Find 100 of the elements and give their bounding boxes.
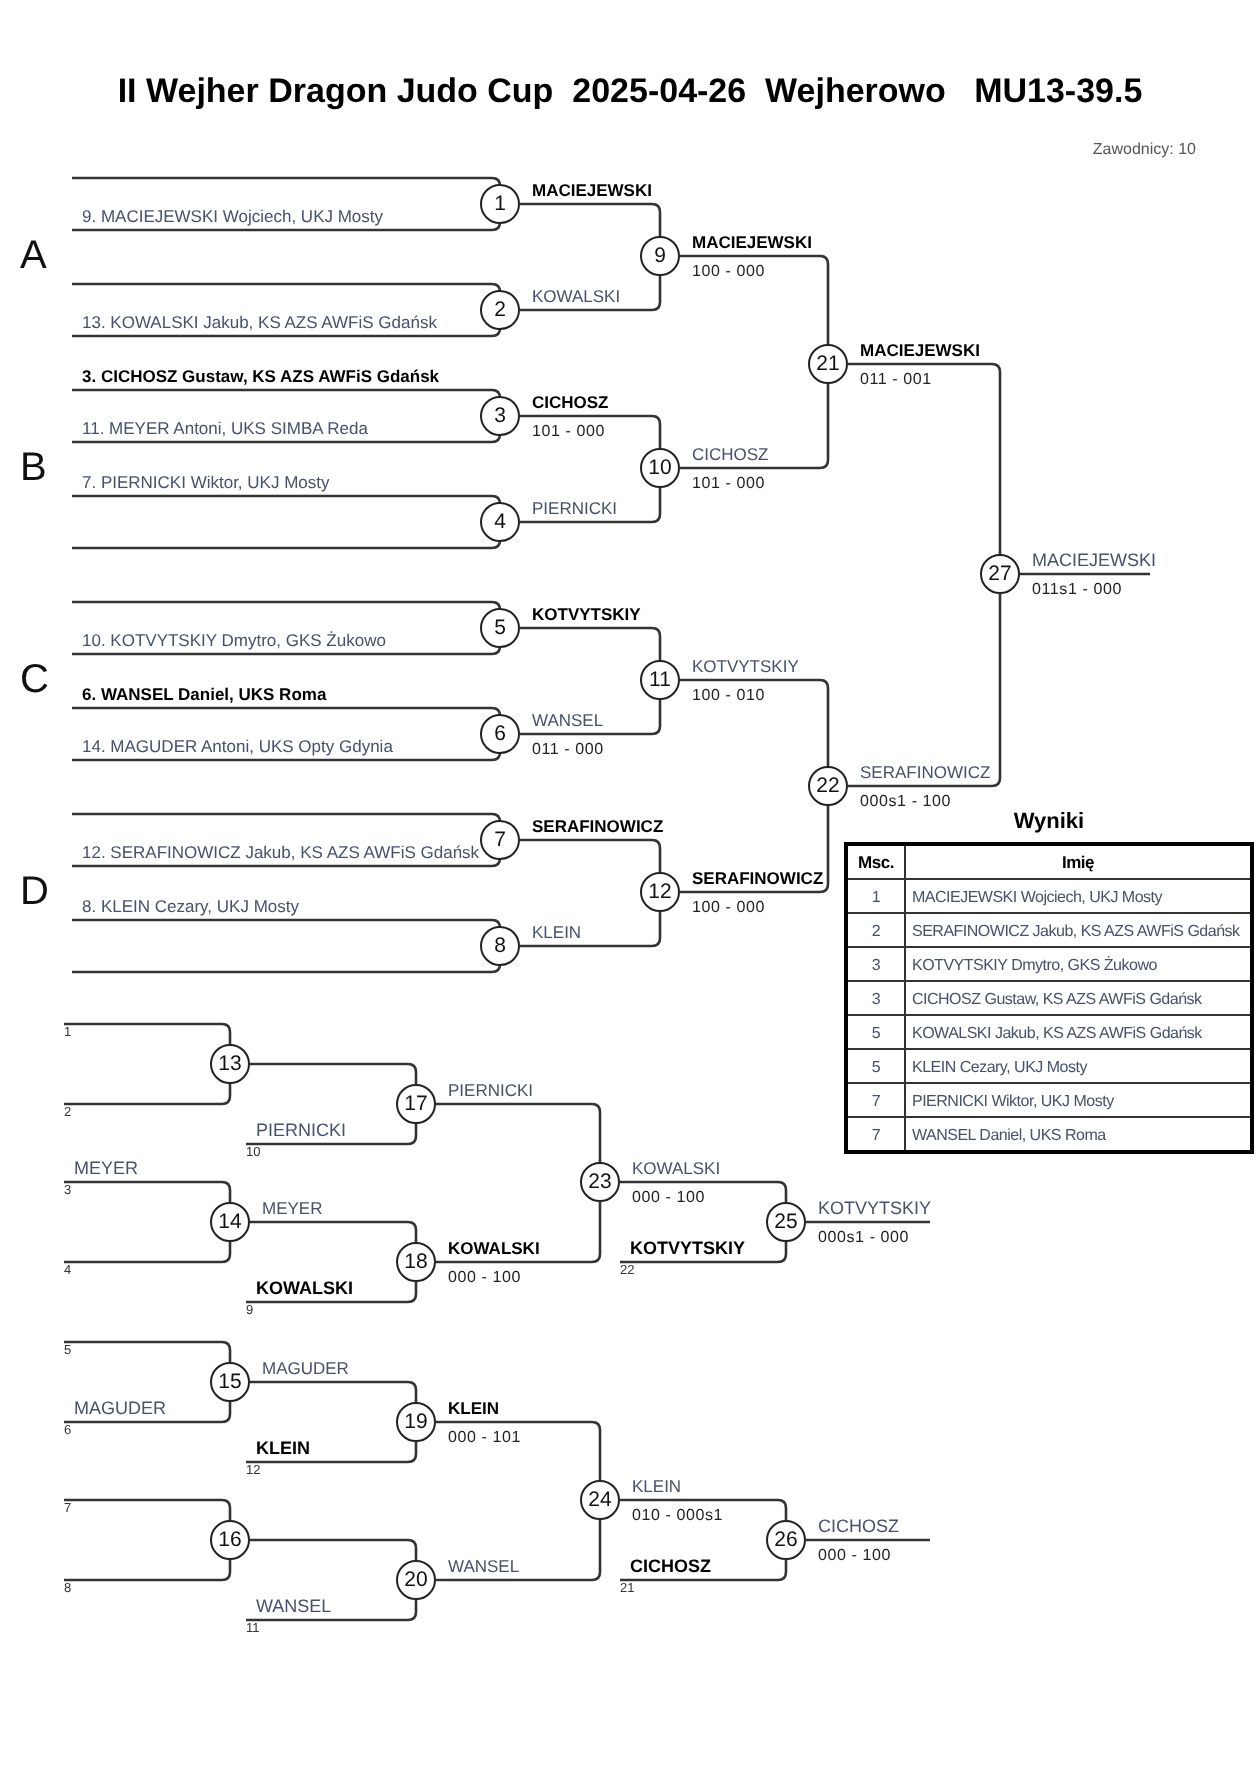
bracket-line xyxy=(680,254,830,344)
bracket-line xyxy=(250,1220,418,1242)
bracket-line xyxy=(72,326,502,338)
bracket-line xyxy=(520,700,662,736)
bracket-line xyxy=(72,962,502,974)
score: 100 - 010 xyxy=(692,686,766,706)
competitor-name: MEYER xyxy=(262,1198,323,1220)
bracket-line xyxy=(72,282,502,294)
match-circle: 2 xyxy=(480,290,520,330)
competitor-name: 7. PIERNICKI Wiktor, UKJ Mosty xyxy=(82,472,330,494)
competitor-name: SERAFINOWICZ xyxy=(692,868,824,890)
score: 100 - 000 xyxy=(692,262,766,282)
bracket-line xyxy=(520,626,662,660)
bracket-line xyxy=(72,220,502,232)
match-circle: 26 xyxy=(766,1520,806,1560)
score: 100 - 000 xyxy=(692,898,766,918)
competitor-name: KOTVYTSKIY xyxy=(818,1198,932,1220)
bracket-line xyxy=(246,1442,418,1464)
score: 000 - 101 xyxy=(448,1428,522,1448)
bracket-line xyxy=(72,644,502,656)
competitor-name: MEYER xyxy=(74,1158,139,1180)
table-cell: 1 xyxy=(846,879,905,913)
bracket-line xyxy=(72,918,502,930)
match-circle: 23 xyxy=(580,1162,620,1202)
competitor-name: PIERNICKI xyxy=(532,498,618,520)
competitor-name: 14. MAGUDER Antoni, UKS Opty Gdynia xyxy=(82,736,393,758)
bracket-line xyxy=(520,912,662,948)
competitor-name: WANSEL xyxy=(256,1596,332,1618)
match-circle: 22 xyxy=(808,766,848,806)
bracket-line xyxy=(848,594,1002,788)
bracket-line xyxy=(72,856,502,868)
competitor-name: KLEIN xyxy=(448,1398,499,1420)
competitor-name: CICHOSZ xyxy=(532,392,609,414)
competitor-name: KOWALSKI xyxy=(532,286,621,308)
competitor-name: MACIEJEWSKI xyxy=(532,180,652,202)
group-letter: D xyxy=(20,870,49,916)
bracket-line xyxy=(64,1498,232,1520)
match-circle: 19 xyxy=(396,1402,436,1442)
bracket-line xyxy=(680,806,830,894)
competitor-name: 6. WANSEL Daniel, UKS Roma xyxy=(82,684,327,706)
bracket-line xyxy=(620,1180,788,1202)
bracket-line xyxy=(520,488,662,524)
bracket-line xyxy=(64,1242,232,1264)
competitor-name: MACIEJEWSKI xyxy=(692,232,812,254)
match-circle: 27 xyxy=(980,554,1020,594)
competitor-name: 11. MEYER Antoni, UKS SIMBA Reda xyxy=(82,418,368,440)
competitor-name: KLEIN xyxy=(532,922,582,944)
group-letter: A xyxy=(20,234,47,280)
competitor-name: CICHOSZ xyxy=(818,1516,899,1538)
competitor-name: 9. MACIEJEWSKI Wojciech, UKJ Mosty xyxy=(82,206,384,228)
competitor-name: PIERNICKI xyxy=(448,1080,534,1102)
score: 011 - 001 xyxy=(860,370,932,390)
header-cell: Msc. xyxy=(846,844,905,879)
competitor-name: WANSEL xyxy=(532,710,604,732)
score: 000s1 - 100 xyxy=(860,792,952,812)
match-circle: 15 xyxy=(210,1362,250,1402)
match-circle: 14 xyxy=(210,1202,250,1242)
match-circle: 21 xyxy=(808,344,848,384)
bracket-line xyxy=(680,384,830,470)
match-circle: 3 xyxy=(480,396,520,436)
bracket-line xyxy=(72,176,502,188)
competitor-name: KOWALSKI xyxy=(448,1238,540,1260)
competitor-name: WANSEL xyxy=(448,1556,520,1578)
competitor-name: 3. CICHOSZ Gustaw, KS AZS AWFiS Gdańsk xyxy=(82,366,440,388)
score: 000 - 100 xyxy=(448,1268,522,1288)
score: 000s1 - 000 xyxy=(818,1228,910,1248)
bracket-line xyxy=(848,362,1002,554)
competitor-name: KOTVYTSKIY xyxy=(532,604,641,626)
group-letter: B xyxy=(20,446,47,492)
competitor-name: CICHOSZ xyxy=(630,1556,711,1578)
bracket-line xyxy=(64,1402,232,1424)
match-circle: 11 xyxy=(640,660,680,700)
score: 000 - 100 xyxy=(632,1188,706,1208)
match-circle: 8 xyxy=(480,926,520,966)
bracket-line xyxy=(436,1202,602,1264)
match-circle: 17 xyxy=(396,1084,436,1124)
bracket-line xyxy=(436,1102,602,1162)
competitor-name: MAGUDER xyxy=(74,1398,167,1420)
score: 011s1 - 000 xyxy=(1032,580,1122,600)
competitor-name: 13. KOWALSKI Jakub, KS AZS AWFiS Gdańsk xyxy=(82,312,437,334)
title: II Wejher Dragon Judo Cup 2025-04-26 Wejherowo MU13-39.5 xyxy=(115,72,1145,112)
bracket-line xyxy=(72,388,502,400)
group-letter: C xyxy=(20,658,49,704)
competitor-name: 12. SERAFINOWICZ Jakub, KS AZS AWFiS Gdańsk xyxy=(82,842,480,864)
match-circle: 6 xyxy=(480,714,520,754)
score: 011 - 000 xyxy=(532,740,604,760)
competitor-name: MACIEJEWSKI xyxy=(860,340,980,362)
table-cell: 3 xyxy=(846,947,905,981)
bracket-line xyxy=(72,706,502,718)
participant-count: Zawodnicy: 10 xyxy=(1092,140,1196,158)
bracket-line xyxy=(620,1560,788,1582)
bracket-line xyxy=(64,1560,232,1582)
bracket-line xyxy=(620,1242,788,1264)
score: 101 - 000 xyxy=(692,474,766,494)
bracket-line xyxy=(250,1538,418,1560)
match-circle: 4 xyxy=(480,502,520,542)
bracket-line xyxy=(246,1124,418,1146)
match-circle: 24 xyxy=(580,1480,620,1520)
bracket-line xyxy=(72,750,502,762)
competitor-name: 8. KLEIN Cezary, UKJ Mosty xyxy=(82,896,299,918)
